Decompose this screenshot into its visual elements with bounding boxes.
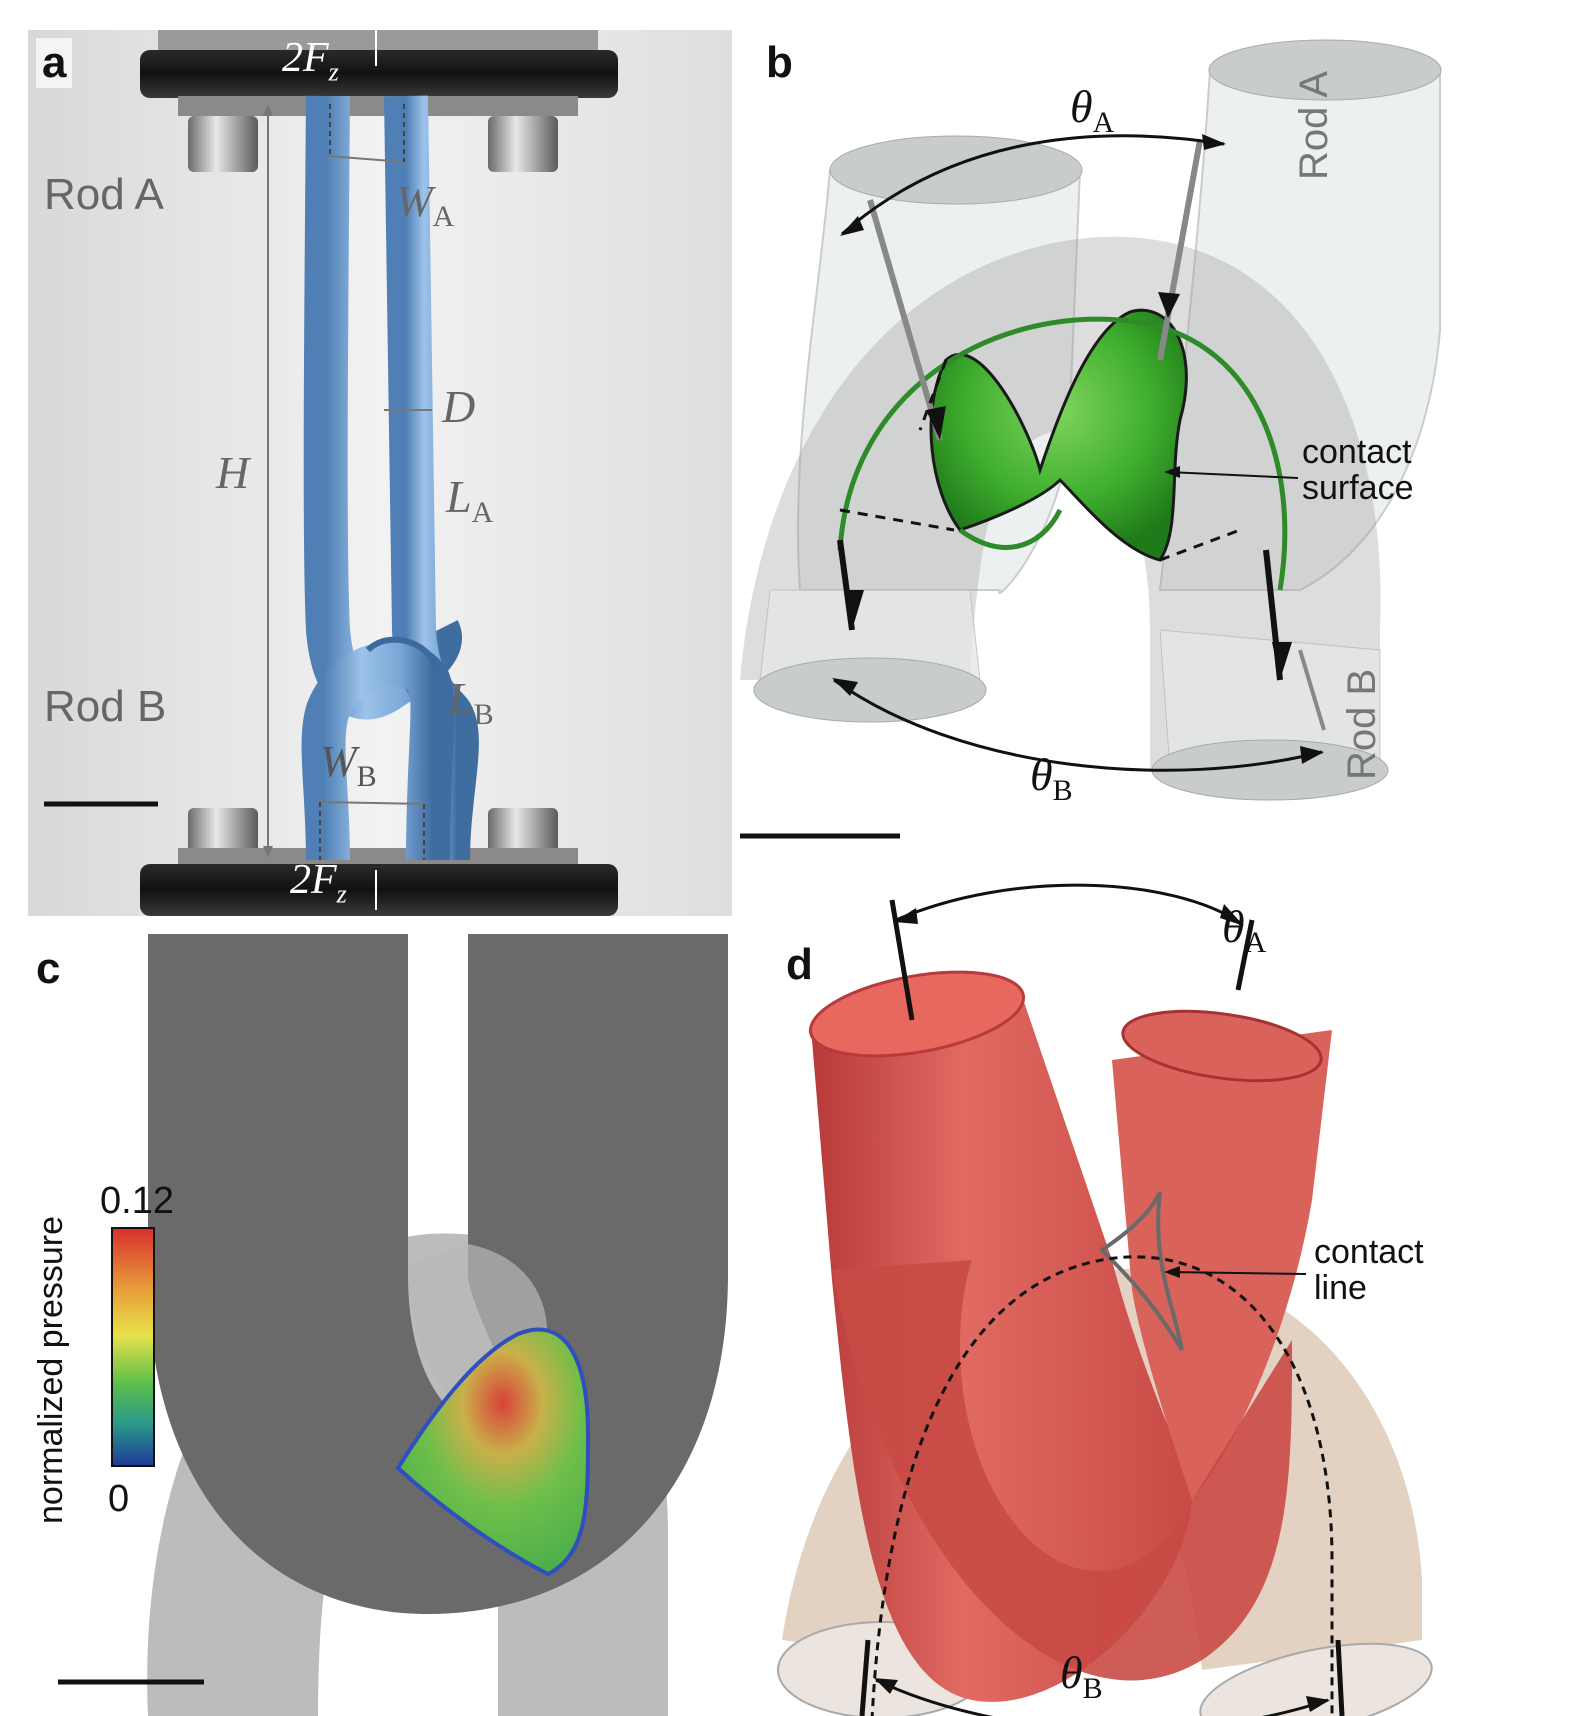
contact-surface-line2: surface — [1302, 469, 1414, 507]
panel-label-b: b — [766, 38, 793, 87]
panel-d-diagram — [777, 883, 1433, 1716]
panel-label-c: c — [36, 944, 61, 993]
w-b-label: WB — [320, 737, 377, 793]
panel-b-diagram — [740, 39, 1442, 839]
rod-b-label: Rod B — [44, 682, 167, 731]
colorbar-min: 0 — [108, 1478, 130, 1520]
contact-line-label: contact line — [1314, 1234, 1424, 1306]
rod-a-vertical-label: Rod A — [1292, 71, 1336, 180]
l-b-label: LB — [448, 673, 494, 732]
panel-label-a: a — [36, 38, 73, 88]
panel-b: b θA θB Rod A Rod B contact surface — [740, 30, 1590, 910]
rod-b-vertical-label: Rod B — [1340, 668, 1384, 780]
panel-a: a Rod A Rod B 2Fz 2Fz WA D H LA LB WB — [28, 30, 732, 916]
w-a-label: WA — [396, 177, 455, 233]
theta-b-label: θB — [1060, 1647, 1103, 1706]
panel-a-photo — [28, 30, 732, 916]
contact-line-line2: line — [1314, 1269, 1367, 1307]
contact-line-line1: contact — [1314, 1233, 1424, 1271]
bolt-icon — [488, 116, 558, 172]
panel-label-d: d — [786, 940, 813, 989]
colorbar-max: 0.12 — [100, 1180, 174, 1222]
contact-surface-line1: contact — [1302, 433, 1412, 471]
bolt-icon — [188, 116, 258, 172]
contact-surface-label: contact surface — [1302, 434, 1414, 506]
panel-c-diagram — [28, 934, 760, 1716]
theta-a-label: θA — [1070, 81, 1115, 140]
l-a-label: LA — [446, 471, 494, 530]
force-top-label: 2Fz — [282, 35, 339, 87]
colorbar-title: normalized pressure — [32, 1215, 70, 1524]
h-label: H — [216, 447, 250, 498]
theta-a-label: θA — [1222, 901, 1267, 960]
panel-c: c 0.12 0 normalized pressure — [28, 934, 760, 1716]
colorbar — [111, 1227, 155, 1467]
force-bottom-label: 2Fz — [290, 857, 347, 909]
theta-b-label: θB — [1030, 749, 1073, 808]
panel-d: d θA θB contact line — [772, 880, 1590, 1716]
d-label: D — [442, 381, 476, 432]
rod-a-label: Rod A — [44, 170, 164, 219]
